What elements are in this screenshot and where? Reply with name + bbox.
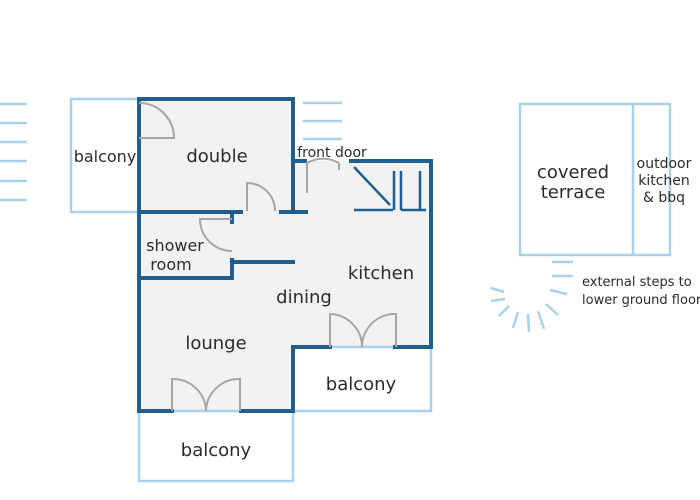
front-door-label: front door [297,145,367,161]
covered-terrace-label-line1: covered [537,162,609,183]
balcony-south-outline [137,409,295,483]
external-steps [490,260,573,333]
kitchen-label: kitchen [348,263,414,284]
outdoor-kitchen-label-line1: outdoor [637,156,692,172]
balcony-east-label: balcony [326,374,397,395]
covered-terrace-label-line2: terrace [541,182,606,203]
balcony-west-label: balcony [74,147,137,166]
shower-room-label-line2: room [150,255,191,274]
kitchen-fittings [353,166,426,212]
external-steps-label-line1: external steps to [582,275,692,290]
covered-terrace-outline [518,102,672,257]
external-steps-label-line2: lower ground floor [582,293,700,308]
stairs-left [0,102,27,202]
doors [138,102,397,412]
shower-room-label-line1: shower [146,236,204,255]
walls [137,97,433,413]
double-label: double [186,146,247,167]
dining-label: dining [276,287,332,308]
room-labels: balcony double front door shower room ki… [74,145,700,461]
interior-floor [139,99,431,411]
balcony-south-label: balcony [181,440,252,461]
stairs-top [303,101,342,141]
lounge-label: lounge [185,333,246,354]
outdoor-kitchen-label-line2: kitchen [638,173,690,189]
outdoor-kitchen-label-line3: & bbq [643,190,685,206]
